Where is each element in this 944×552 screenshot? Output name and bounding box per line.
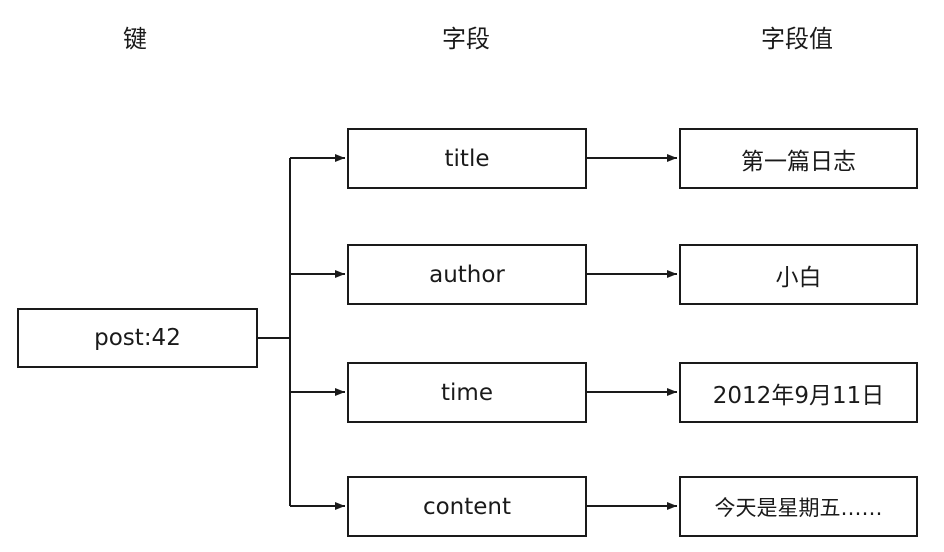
field-box-time: time <box>347 362 587 423</box>
value-box-time: 2012年9月11日 <box>679 362 918 423</box>
value-box-author: 小白 <box>679 244 918 305</box>
field-box-title: title <box>347 128 587 189</box>
header-value: 字段值 <box>761 25 833 53</box>
field-box-author: author <box>347 244 587 305</box>
value-box-content: 今天是星期五…… <box>679 476 918 537</box>
header-field: 字段 <box>442 25 490 53</box>
value-box-title: 第一篇日志 <box>679 128 918 189</box>
field-box-content: content <box>347 476 587 537</box>
key-box: post:42 <box>17 308 258 368</box>
header-key: 键 <box>123 25 147 53</box>
